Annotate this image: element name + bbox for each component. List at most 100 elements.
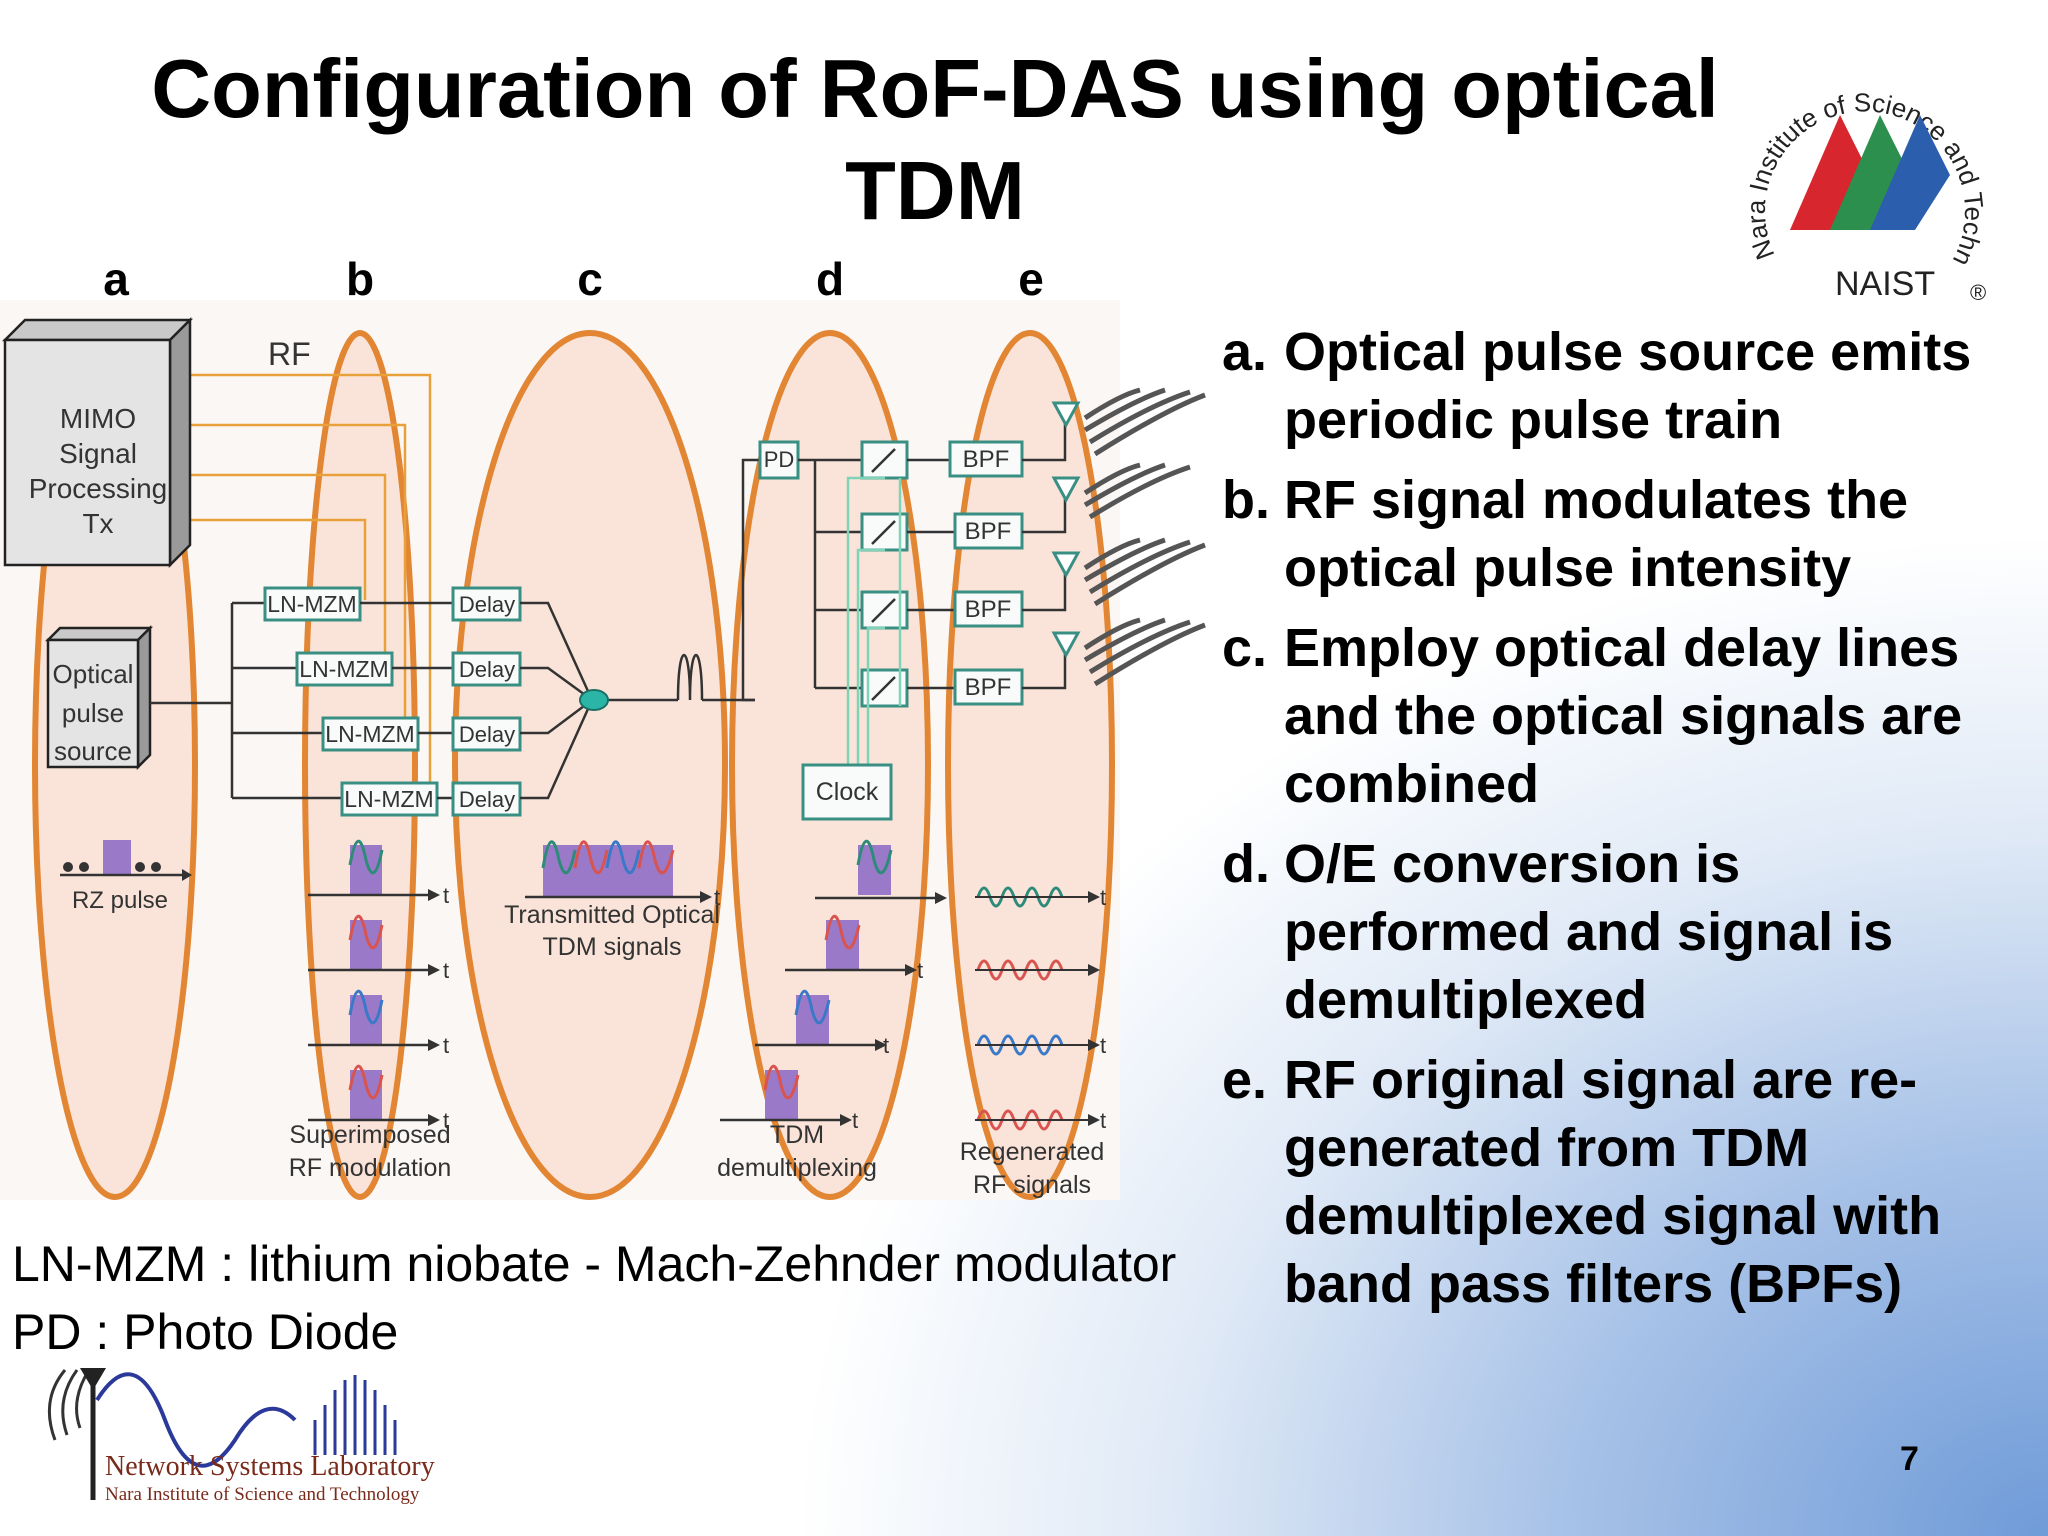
column-letter-a: a bbox=[103, 253, 129, 305]
delay-label-2: Delay bbox=[459, 657, 515, 682]
source-line-3: source bbox=[54, 736, 132, 766]
description-text: RF signal modulates the optical pulse in… bbox=[1284, 470, 1909, 598]
caption-b-line-1: Superimposed bbox=[289, 1121, 450, 1149]
pd-label: PD bbox=[764, 447, 795, 472]
clock-label: Clock bbox=[816, 778, 879, 806]
delay-label-1: Delay bbox=[459, 592, 515, 617]
bpf-label-1: BPF bbox=[963, 446, 1010, 473]
ellipse-c bbox=[452, 330, 728, 1200]
mimo-line-4: Tx bbox=[82, 508, 113, 539]
rof-das-diagram: RF MIMO Signal Processing Tx Optical pul… bbox=[0, 300, 1206, 1200]
time-label-e3: t bbox=[1100, 1033, 1106, 1058]
optical-pulse-source-box: Optical pulse source bbox=[44, 624, 154, 771]
step-descriptions: a. Optical pulse source emits periodic p… bbox=[1222, 318, 2022, 1330]
combiner-lines bbox=[520, 601, 755, 800]
naist-registered-mark: ® bbox=[1970, 280, 1986, 305]
mimo-line-3: Processing bbox=[29, 473, 168, 504]
naist-blue-peak bbox=[1870, 115, 1950, 230]
description-text: Employ optical delay lines and the optic… bbox=[1284, 618, 1963, 814]
caption-e-line-2: RF signals bbox=[973, 1171, 1091, 1199]
regenerated-rf-waves: t t t bbox=[975, 885, 1106, 1133]
column-letter-c: c bbox=[577, 253, 603, 305]
description-letter: b. bbox=[1222, 470, 1270, 530]
lab-antenna-waves-icon bbox=[47, 1369, 91, 1441]
time-label-e1: t bbox=[1100, 885, 1106, 910]
naist-name: NAIST bbox=[1835, 265, 1935, 303]
switch-icon-2 bbox=[871, 520, 896, 545]
column-letter-d: d bbox=[815, 253, 845, 305]
rz-pulse-label: RZ pulse bbox=[72, 887, 168, 914]
pd-switch-lines bbox=[798, 458, 862, 690]
slide-title: Configuration of RoF-DAS using optical T… bbox=[151, 42, 1719, 237]
time-label-d4: t bbox=[852, 1108, 858, 1133]
superimposed-pulses: t t t t bbox=[308, 839, 449, 1133]
bpf-label-4: BPF bbox=[965, 674, 1012, 701]
description-letter: c. bbox=[1222, 618, 1268, 678]
time-label-c: t bbox=[714, 885, 720, 910]
caption-c-line-2: TDM signals bbox=[543, 933, 682, 961]
description-letter: e. bbox=[1222, 1050, 1268, 1110]
description-text: RF original signal are re-generated from… bbox=[1284, 1050, 1942, 1314]
caption-d-line-2: demultiplexing bbox=[717, 1154, 877, 1182]
bpf-antenna-lines bbox=[1022, 422, 1067, 690]
delay-box-4 bbox=[451, 781, 522, 817]
lab-name-line-1: Network Systems Laboratory bbox=[105, 1451, 435, 1482]
bpf-box-3 bbox=[953, 590, 1024, 628]
demultiplexed-pulses: t t t bbox=[720, 839, 947, 1133]
ln-mzm-box-2 bbox=[295, 651, 394, 687]
ln-mzm-box-3 bbox=[321, 716, 420, 752]
description-c: c. Employ optical delay lines and the op… bbox=[1222, 614, 2022, 818]
description-a: a. Optical pulse source emits periodic p… bbox=[1222, 318, 2022, 454]
radio-wave-icons bbox=[1083, 387, 1206, 687]
bpf-box-2 bbox=[953, 512, 1024, 550]
mimo-line-1: MIMO bbox=[60, 403, 136, 434]
description-text: Optical pulse source emits periodic puls… bbox=[1284, 322, 1972, 450]
time-label-b4: t bbox=[443, 1108, 449, 1133]
delay-label-4: Delay bbox=[459, 787, 515, 812]
splitter-lines bbox=[150, 601, 342, 800]
page-number: 7 bbox=[1900, 1440, 1919, 1478]
mzm-delay-lines bbox=[360, 601, 453, 800]
description-text: O/E conversion is performed and signal i… bbox=[1284, 834, 1894, 1030]
source-line-1: Optical bbox=[53, 659, 134, 689]
switch-icon-3 bbox=[871, 598, 896, 623]
antenna-icon-2 bbox=[1051, 476, 1081, 504]
ln-mzm-label-3: LN-MZM bbox=[325, 721, 414, 747]
lab-antenna-head-icon bbox=[80, 1368, 106, 1390]
lab-name-line-2: Nara Institute of Science and Technology bbox=[105, 1484, 420, 1505]
clock-lines bbox=[846, 476, 902, 765]
description-letter: a. bbox=[1222, 322, 1268, 382]
delay-box-2 bbox=[451, 651, 522, 687]
delay-box-1 bbox=[451, 586, 522, 622]
transmitted-tdm-signals: t bbox=[525, 840, 720, 910]
antenna-icon-1 bbox=[1051, 401, 1081, 429]
naist-logo: Nara Institute of Science and Technology… bbox=[1730, 55, 1989, 305]
caption-e-line-1: Regenerated bbox=[960, 1138, 1105, 1166]
ellipse-b bbox=[302, 330, 418, 1200]
delay-label-3: Delay bbox=[459, 722, 515, 747]
description-b: b. RF signal modulates the optical pulse… bbox=[1222, 466, 2022, 602]
bpf-label-2: BPF bbox=[965, 518, 1012, 545]
network-systems-lab-logo: Network Systems Laboratory Nara Institut… bbox=[47, 1368, 435, 1505]
description-letter: d. bbox=[1222, 834, 1270, 894]
source-line-2: pulse bbox=[62, 698, 124, 728]
switch-bpf-lines bbox=[907, 458, 955, 690]
rz-pulse-sketch bbox=[60, 840, 192, 881]
switch-icon-4 bbox=[871, 676, 896, 701]
description-d: d. O/E conversion is performed and signa… bbox=[1222, 830, 2022, 1034]
ln-mzm-label-4: LN-MZM bbox=[344, 786, 433, 812]
column-letter-e: e bbox=[1018, 253, 1044, 305]
caption-b-line-2: RF modulation bbox=[289, 1154, 452, 1182]
abbreviation-ln-mzm: LN-MZM : lithium niobate - Mach-Zehnder … bbox=[12, 1236, 1177, 1292]
switch-icon-1 bbox=[871, 448, 896, 473]
mimo-processing-box: MIMO Signal Processing Tx bbox=[1, 316, 194, 569]
delay-box-3 bbox=[451, 716, 522, 752]
clock-box bbox=[801, 763, 893, 821]
ln-mzm-label-1: LN-MZM bbox=[267, 591, 356, 617]
time-label-d2: t bbox=[917, 958, 923, 983]
fiber-to-pd-line bbox=[741, 458, 760, 702]
column-letter-b: b bbox=[345, 253, 375, 305]
optical-combiner-icon bbox=[579, 689, 609, 711]
time-label-d3: t bbox=[883, 1033, 889, 1058]
